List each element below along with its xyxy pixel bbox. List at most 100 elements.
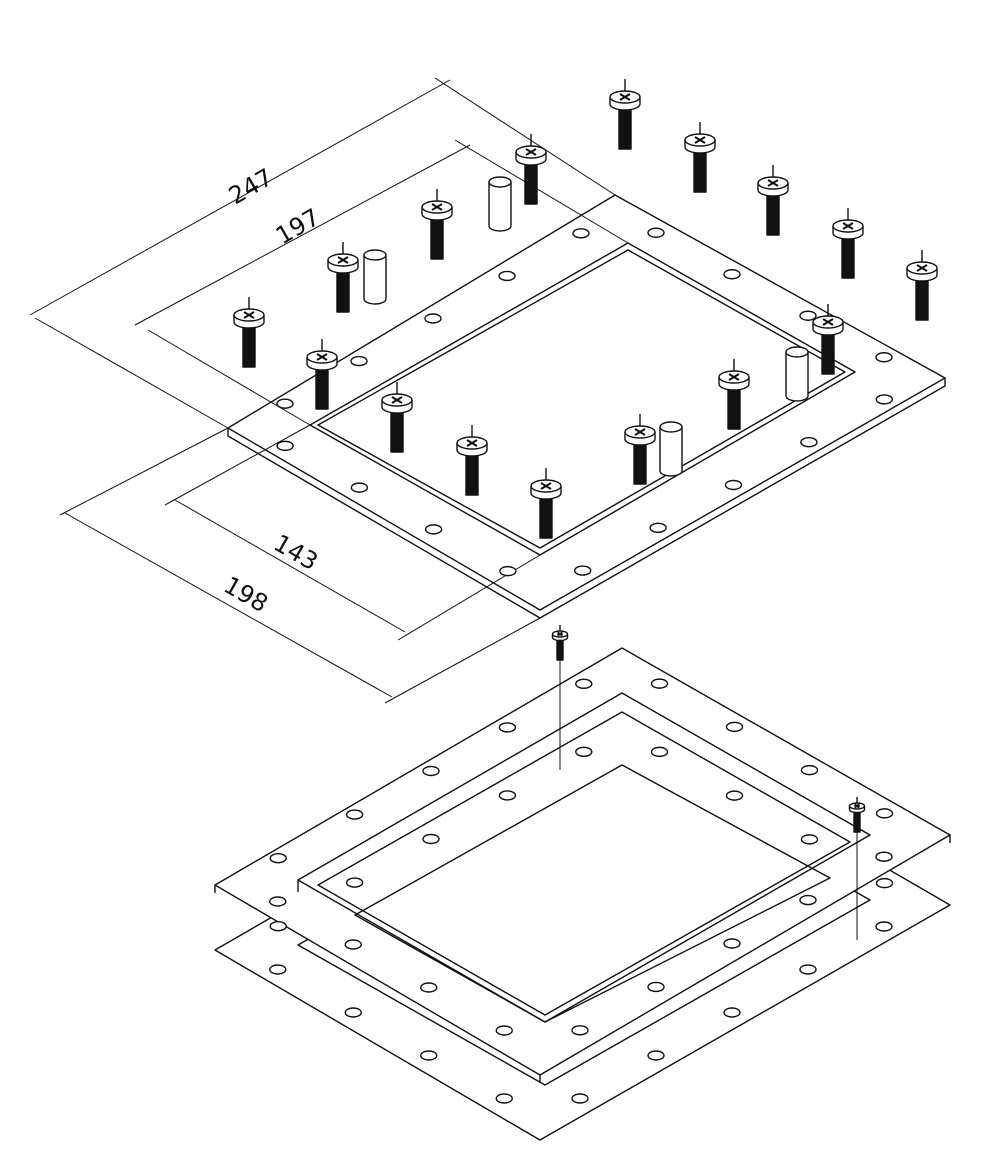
flange-plate-top [227, 194, 946, 619]
bolt-hole [799, 894, 817, 906]
phillips-cross-icon [431, 203, 443, 211]
bolt-hole [575, 746, 593, 757]
bolt-hole [424, 524, 443, 535]
bolt-hole [650, 746, 669, 758]
bolt-hole [571, 1093, 589, 1104]
phillips-cross-icon [466, 439, 478, 447]
bolt-hole [875, 352, 893, 363]
screw [530, 468, 562, 539]
tube-body [488, 182, 512, 232]
screw [609, 79, 641, 150]
phillips-cross-icon [540, 482, 552, 490]
bolt-hole [345, 877, 364, 888]
bolt-hole [647, 227, 665, 238]
phillips-cross-icon [694, 136, 706, 144]
screw [515, 134, 547, 205]
dimension-247-label: 247 [224, 163, 278, 210]
spacer-tube [363, 249, 387, 305]
tube-body [363, 255, 387, 305]
screw [551, 625, 569, 661]
screw [327, 242, 359, 313]
bolt-hole [424, 313, 442, 324]
tube-top [363, 249, 387, 261]
phillips-cross-icon [634, 428, 646, 436]
bolt-hole [875, 921, 893, 932]
bolt-hole [350, 482, 369, 493]
bolt-hole [495, 1093, 513, 1104]
spacer-tube [488, 176, 512, 232]
bolt-hole [350, 355, 368, 367]
screw [848, 797, 866, 833]
screw [757, 165, 789, 236]
bolt-hole [875, 394, 893, 405]
dimension-198-label: 198 [219, 571, 273, 618]
bolt-hole [800, 437, 818, 448]
bolt-hole [875, 808, 894, 819]
phillips-cross-icon [767, 179, 779, 187]
bolt-hole [269, 896, 287, 907]
bolt-hole [571, 1025, 589, 1036]
screw [306, 339, 338, 410]
bolt-hole [647, 1050, 665, 1061]
bolt-hole [800, 764, 819, 776]
gasket-plate-middle [214, 647, 951, 1083]
screws [233, 79, 938, 833]
spacer-tube [785, 346, 809, 402]
bolt-hole [495, 1025, 513, 1036]
bolt-hole [276, 440, 294, 452]
tube-top [659, 421, 683, 433]
bolt-hole [498, 722, 517, 733]
bolt-hole [875, 877, 894, 889]
bolt-hole [422, 833, 440, 845]
bolt-hole [269, 853, 287, 864]
dimension-197-label: 197 [271, 203, 325, 250]
phillips-cross-icon [556, 631, 564, 637]
bolt-hole [572, 228, 590, 239]
bolt-hole [723, 1007, 741, 1018]
phillips-cross-icon [728, 373, 740, 381]
bolt-hole [799, 964, 817, 975]
screw [684, 122, 716, 193]
bolt-hole [575, 678, 593, 689]
phillips-cross-icon [391, 396, 403, 404]
screw [421, 189, 453, 260]
phillips-cross-icon [316, 353, 328, 361]
holes [269, 227, 894, 1104]
bolt-hole [420, 982, 438, 993]
tube-top [488, 176, 512, 188]
bolt-hole [345, 809, 364, 820]
bolt-hole [725, 790, 744, 801]
bolt-hole [422, 765, 440, 777]
bolt-hole [420, 1050, 438, 1061]
bolt-hole [724, 479, 743, 491]
bolt-hole [800, 834, 819, 845]
bolt-hole [499, 565, 517, 577]
tube-body [659, 427, 683, 477]
bolt-hole [650, 678, 669, 689]
phillips-cross-icon [822, 318, 834, 326]
phillips-cross-icon [337, 256, 349, 264]
phillips-cross-icon [916, 264, 928, 272]
tube-top [785, 346, 809, 358]
screw [381, 382, 413, 453]
dimension-lines [29, 77, 858, 940]
tube-body [785, 352, 809, 402]
bolt-hole [647, 981, 665, 993]
bolt-hole [799, 310, 817, 321]
phillips-cross-icon [619, 93, 631, 101]
bolt-hole [498, 270, 516, 282]
screw [456, 425, 488, 496]
spacer-tube [659, 421, 683, 477]
bolt-hole [269, 921, 287, 932]
bolt-hole [276, 398, 294, 409]
screw [832, 208, 864, 279]
screw [906, 250, 938, 321]
phillips-cross-icon [243, 311, 255, 319]
phillips-cross-icon [853, 803, 861, 809]
bolt-hole [723, 938, 741, 949]
bolt-hole [875, 851, 893, 862]
bolt-hole [269, 964, 287, 975]
screw [812, 304, 844, 375]
